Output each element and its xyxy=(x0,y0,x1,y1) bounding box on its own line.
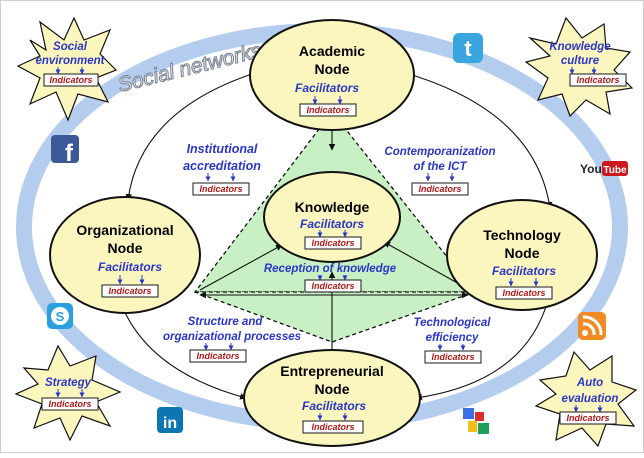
efficiency-line1: Technological xyxy=(414,317,492,329)
culture-line2: culture xyxy=(561,55,600,67)
link-reception: Reception of knowledge Indicators xyxy=(264,263,397,293)
google-icon[interactable] xyxy=(463,408,489,434)
corner-knowledge-culture: Knowledge culture Indicators xyxy=(524,16,634,118)
institutional-line1: Institutional xyxy=(187,142,258,156)
corner-strategy: Strategy Indicators xyxy=(14,344,122,442)
entrepreneurial-facilitators: Facilitators xyxy=(302,399,366,413)
structure-indicators: Indicators xyxy=(196,351,239,361)
arrow-organizational-knowledge xyxy=(199,244,283,291)
academic-facilitators: Facilitators xyxy=(295,81,359,95)
facebook-icon[interactable]: f xyxy=(51,135,79,167)
rss-icon[interactable] xyxy=(578,312,606,340)
svg-text:You: You xyxy=(580,162,602,176)
auto-indicators: Indicators xyxy=(566,413,609,423)
arrow-academic-organizational xyxy=(125,70,259,201)
entrepreneurial-node: Entrepreneurial Node Facilitators Indica… xyxy=(243,349,421,447)
knowledge-facilitators: Facilitators xyxy=(300,217,364,231)
efficiency-indicators: Indicators xyxy=(431,352,474,362)
structure-line1: Structure and xyxy=(188,316,264,328)
link-efficiency: Technological efficiency Indicators xyxy=(414,317,492,364)
academic-node: Academic Node Facilitators Indicators xyxy=(249,19,415,131)
culture-indicators: Indicators xyxy=(576,75,619,85)
contemporanization-indicators: Indicators xyxy=(418,184,461,194)
youtube-icon[interactable]: You Tube xyxy=(580,161,628,176)
arrow-organizational-entrepreneurial xyxy=(121,305,247,400)
institutional-indicators: Indicators xyxy=(199,184,242,194)
strategy-indicators: Indicators xyxy=(48,399,91,409)
auto-line1: Auto xyxy=(576,377,603,389)
academic-node-title: Academic xyxy=(299,43,365,59)
contemporanization-line2: of the ICT xyxy=(413,161,467,173)
skype-icon[interactable]: S xyxy=(47,303,73,329)
organizational-node: Organizational Node Facilitators Indicat… xyxy=(49,196,201,314)
contemporanization-line1: Contemporanization xyxy=(384,146,495,158)
academic-node-subtitle: Node xyxy=(315,61,350,77)
auto-line2: evaluation xyxy=(562,393,619,405)
twitter-icon[interactable]: t xyxy=(453,33,483,63)
technology-indicators: Indicators xyxy=(502,288,545,298)
link-contemporanization: Contemporanization of the ICT Indicators xyxy=(384,146,496,196)
culture-line1: Knowledge xyxy=(549,41,611,53)
svg-text:Tube: Tube xyxy=(603,165,627,176)
entrepreneurial-node-subtitle: Node xyxy=(315,381,350,397)
svg-text:S: S xyxy=(56,309,65,324)
svg-text:f: f xyxy=(65,140,74,167)
organizational-node-subtitle: Node xyxy=(108,240,143,256)
knowledge-indicators: Indicators xyxy=(311,238,354,248)
academic-indicators: Indicators xyxy=(306,105,349,115)
technology-facilitators: Facilitators xyxy=(492,264,556,278)
knowledge-node-title: Knowledge xyxy=(295,199,370,215)
corner-auto-evaluation: Auto evaluation Indicators xyxy=(534,350,638,448)
entrepreneurial-indicators: Indicators xyxy=(311,422,354,432)
structure-line2: organizational processes xyxy=(163,331,301,343)
technology-node-title: Technology xyxy=(483,227,561,243)
technology-node: Technology Node Facilitators Indicators xyxy=(446,199,598,311)
knowledge-node: Knowledge Facilitators Indicators xyxy=(263,171,401,263)
institutional-line2: accreditation xyxy=(183,159,261,173)
link-structure: Structure and organizational processes I… xyxy=(163,316,301,363)
social-indicators: Indicators xyxy=(49,75,92,85)
reception-line1: Reception of knowledge xyxy=(264,263,397,275)
strategy-line1: Strategy xyxy=(45,377,92,389)
corner-social-environment: Social environment Indicators xyxy=(16,16,118,122)
linkedin-icon[interactable]: in xyxy=(157,407,183,433)
entrepreneurial-node-title: Entrepreneurial xyxy=(280,363,383,379)
svg-text:in: in xyxy=(163,415,177,432)
organizational-facilitators: Facilitators xyxy=(98,260,162,274)
link-institutional: Institutional accreditation Indicators xyxy=(183,142,261,196)
arrow-academic-technology xyxy=(401,70,553,209)
social-line2: environment xyxy=(35,55,105,67)
svg-text:t: t xyxy=(464,36,472,61)
reception-indicators: Indicators xyxy=(311,281,354,291)
technology-node-subtitle: Node xyxy=(505,245,540,261)
organizational-node-title: Organizational xyxy=(76,222,173,238)
efficiency-line2: efficiency xyxy=(426,332,479,344)
social-line1: Social xyxy=(53,41,88,53)
organizational-indicators: Indicators xyxy=(108,286,151,296)
arrow-technology-entrepreneurial xyxy=(415,299,550,401)
